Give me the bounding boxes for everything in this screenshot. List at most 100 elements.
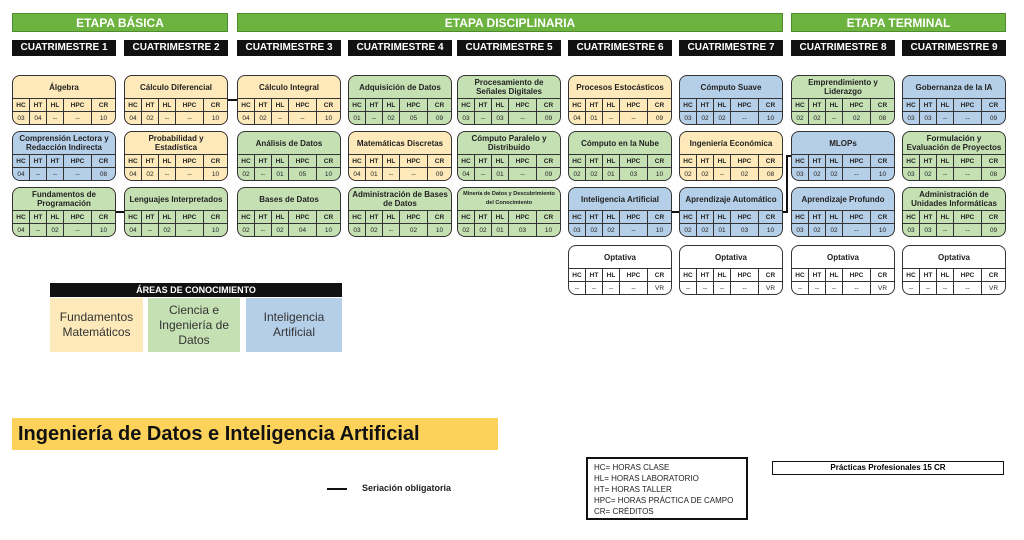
- hours-value-cell: 02: [255, 112, 272, 124]
- hours-value-cell: 02: [586, 168, 603, 180]
- legend-item: HL= HORAS LABORATORIO: [594, 474, 699, 483]
- hours-value-cell: 03: [492, 112, 509, 124]
- hours-header-cell: HPC: [620, 99, 648, 111]
- hours-header-cell: HC: [903, 211, 920, 223]
- seriation-label: Seriación obligatoria: [362, 483, 452, 493]
- hours-header-cell: HPC: [843, 269, 871, 281]
- course-title: Optativa: [826, 252, 859, 262]
- hours-header-cell: HL: [383, 211, 400, 223]
- hours-value-cell: 01: [492, 168, 509, 180]
- course-title: Administración de Bases de Datos: [352, 190, 448, 208]
- hours-header-cell: CR: [988, 271, 999, 279]
- hours-header-cell: CR: [210, 101, 221, 109]
- hours-header-cell: HT: [586, 269, 603, 281]
- hours-header-cell: CR: [543, 157, 554, 165]
- hours-value-cell: --: [64, 112, 92, 124]
- hours-value-cell: 02: [569, 168, 586, 180]
- hours-value-cell: 03: [458, 112, 475, 124]
- course-title: Álgebra: [49, 82, 79, 92]
- hours-header-cell: HPC: [176, 155, 204, 167]
- hours-value-cell: --: [826, 112, 843, 124]
- hours-value-cell: 01: [492, 224, 509, 236]
- hours-value-cell: --: [159, 168, 176, 180]
- legend-item: CR= CRÉDITOS: [594, 507, 654, 516]
- hours-header-cell: HT: [475, 211, 492, 223]
- course-title: Ingeniería Económica: [689, 138, 773, 148]
- hours-value-cell: 09: [989, 226, 998, 234]
- hours-value-cell: 02: [826, 168, 843, 180]
- hours-header-cell: HL: [603, 99, 620, 111]
- hours-value-cell: --: [176, 168, 204, 180]
- hours-header-cell: CR: [323, 101, 334, 109]
- hours-value-cell: --: [569, 282, 586, 294]
- hours-header-cell: HPC: [620, 155, 648, 167]
- hours-value-cell: 10: [99, 226, 108, 234]
- hours-value-cell: --: [620, 112, 648, 124]
- hours-header-cell: HPC: [954, 99, 982, 111]
- hours-header-cell: HT: [920, 99, 937, 111]
- course-card[interactable]: Comprensión Lectora y Redacción Indirect…: [12, 131, 116, 181]
- hours-header-cell: HPC: [954, 155, 982, 167]
- course-title: Emprendimiento y Liderazgo: [808, 78, 878, 96]
- hours-value-cell: --: [937, 224, 954, 236]
- hours-value-cell: 03: [731, 224, 759, 236]
- hours-header-cell: HC: [680, 269, 697, 281]
- hours-header-cell: HL: [714, 99, 731, 111]
- stage-disciplinaria: ETAPA DISCIPLINARIA: [237, 13, 783, 32]
- course-hours-values: --------VR: [680, 281, 782, 294]
- hours-value-cell: 01: [603, 168, 620, 180]
- hours-value-cell: --: [159, 112, 176, 124]
- hours-header-cell: HPC: [620, 269, 648, 281]
- hours-value-cell: 10: [324, 170, 333, 178]
- hours-header-cell: HL: [492, 211, 509, 223]
- course-hours-values: 04--02--10: [125, 223, 227, 236]
- hours-header-cell: CR: [988, 213, 999, 221]
- course-card[interactable]: Minería de Datos y Descubrimiento del Co…: [457, 187, 561, 237]
- hours-header-cell: HPC: [400, 211, 428, 223]
- hours-header-cell: HT: [809, 211, 826, 223]
- hours-header-cell: HPC: [954, 211, 982, 223]
- hours-header-cell: HC: [349, 155, 366, 167]
- hours-header-cell: CR: [877, 101, 888, 109]
- legend-item: HPC= HORAS PRÁCTICA DE CAMPO: [594, 496, 734, 505]
- course-title: Fundamentos de Programación: [31, 190, 96, 208]
- hours-header-cell: CR: [323, 157, 334, 165]
